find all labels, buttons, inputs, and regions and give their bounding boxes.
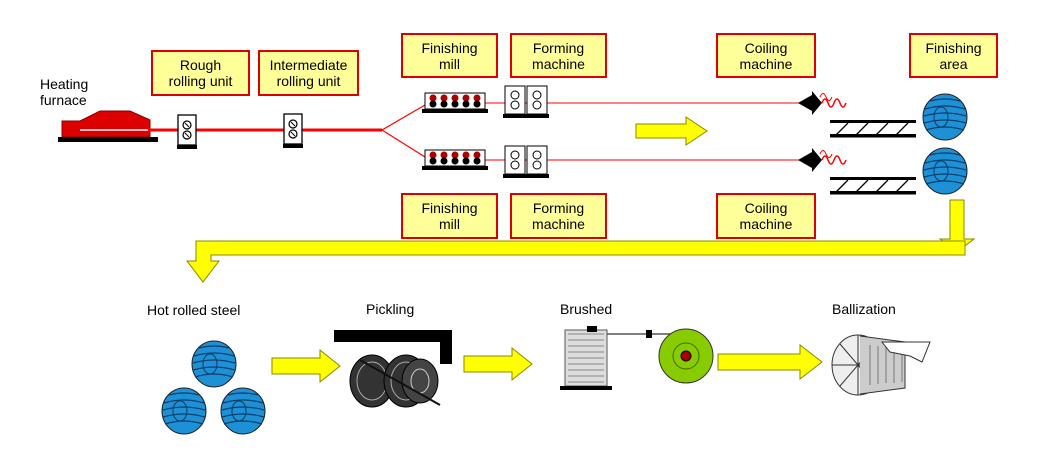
hot-rolled-coils bbox=[161, 340, 266, 435]
return-arrow bbox=[185, 199, 976, 283]
label-ballization: Ballization bbox=[832, 301, 896, 317]
forming-machine-bottom-unit bbox=[502, 145, 550, 179]
label-coiling-machine-bottom: Coiling machine bbox=[716, 193, 816, 239]
ballization-unit bbox=[831, 334, 931, 396]
label-forming-machine-bottom: Forming machine bbox=[510, 193, 607, 239]
intermediate-rolling-stand bbox=[282, 113, 304, 149]
label-finishing-area: Finishing area bbox=[909, 33, 998, 78]
small-arrow-right bbox=[635, 116, 708, 146]
rough-rolling-stand bbox=[176, 114, 198, 150]
label-finishing-mill-top: Finishing mill bbox=[401, 33, 498, 78]
label-finishing-mill-bottom: Finishing mill bbox=[401, 193, 498, 239]
finishing-mill-bottom-unit bbox=[421, 149, 489, 171]
label-pickling: Pickling bbox=[366, 301, 415, 317]
brushing-unit bbox=[560, 326, 714, 390]
finishing-coil-top bbox=[922, 93, 968, 141]
label-forming-machine-top: Forming machine bbox=[510, 33, 607, 78]
arrow-to-ballization bbox=[717, 343, 823, 381]
label-intermediate-rolling-unit: Intermediate rolling unit bbox=[258, 50, 359, 96]
label-brushed: Brushed bbox=[560, 301, 613, 317]
forming-machine-top-unit bbox=[502, 85, 550, 119]
finishing-coil-bottom bbox=[922, 147, 968, 195]
arrow-to-pickling bbox=[271, 348, 341, 384]
label-coiling-machine-top: Coiling machine bbox=[716, 33, 816, 78]
pickling-unit bbox=[334, 330, 452, 408]
label-heating-furnace: Heating furnace bbox=[40, 76, 89, 108]
arrow-to-brushed bbox=[463, 346, 533, 382]
coiler-bottom-unit bbox=[797, 147, 847, 173]
finishing-mill-top-unit bbox=[421, 92, 489, 114]
conveyor-bottom bbox=[829, 176, 917, 195]
coiler-top-unit bbox=[797, 90, 847, 116]
label-hot-rolled-steel: Hot rolled steel bbox=[147, 302, 241, 318]
conveyor-top bbox=[829, 119, 917, 138]
label-rough-rolling-unit: Rough rolling unit bbox=[151, 50, 250, 96]
heating-furnace bbox=[58, 110, 158, 142]
